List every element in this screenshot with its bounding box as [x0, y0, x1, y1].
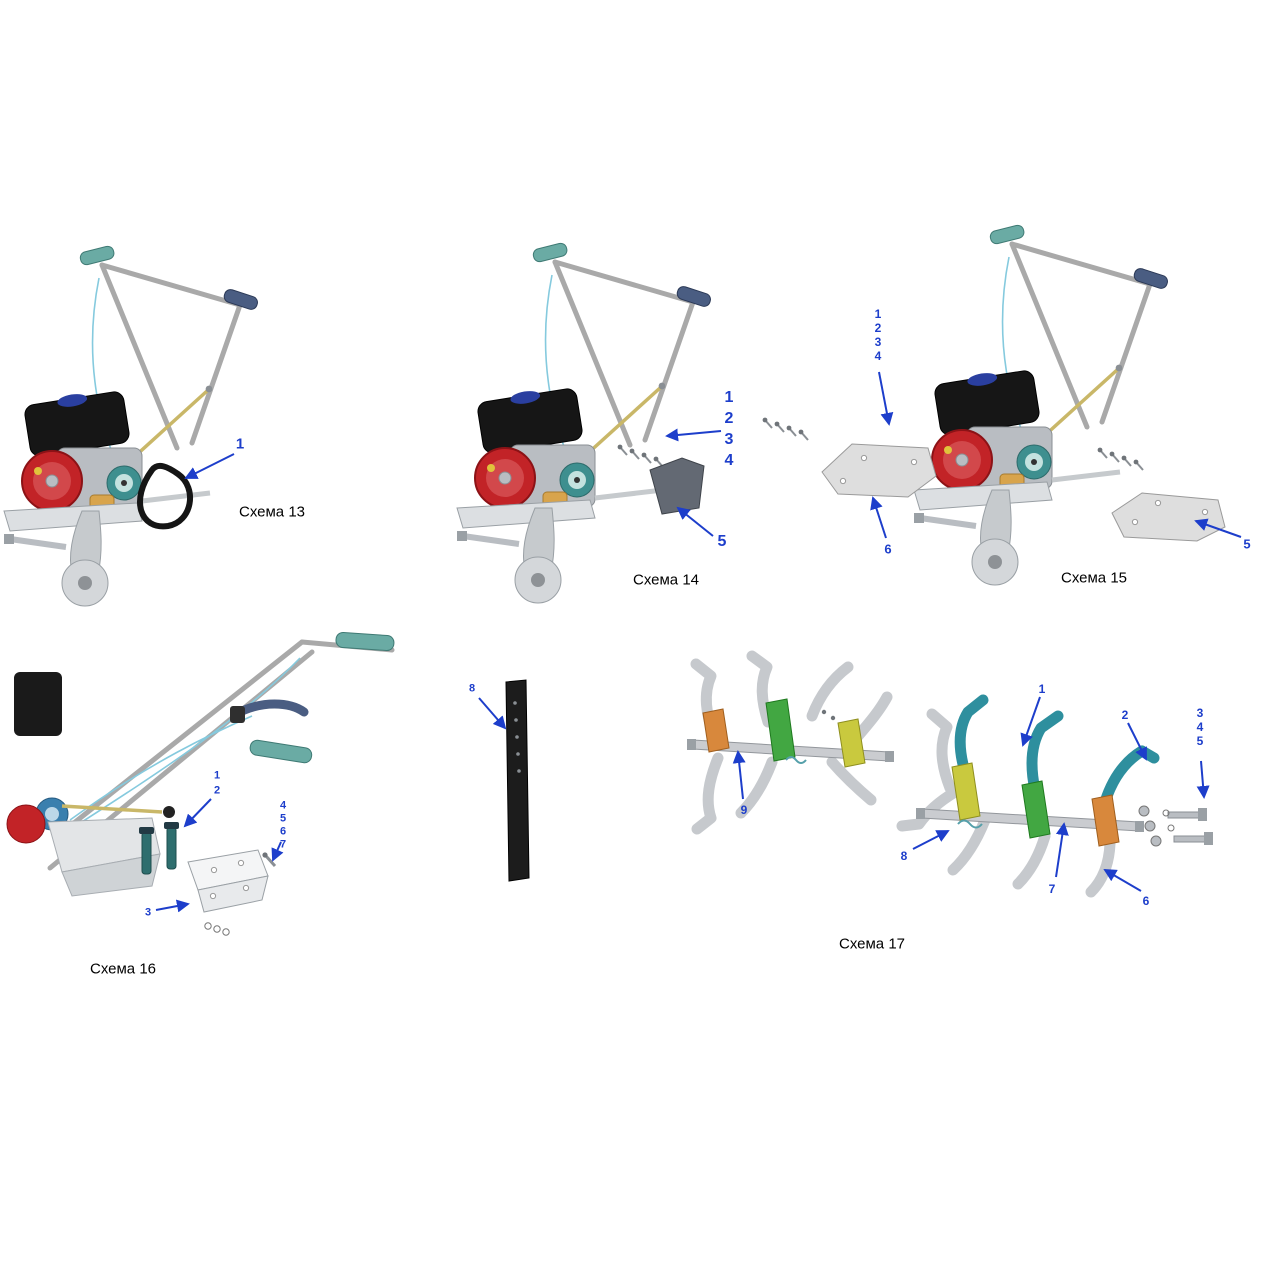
caption-schema-16: Схема 16 — [89, 960, 157, 978]
fastener-set-14 — [616, 443, 664, 468]
callout-d16-1: 1 — [213, 769, 221, 782]
callout-d14-2: 2 — [724, 410, 734, 427]
bracket-part — [187, 849, 269, 913]
caption-schema-13: Схема 13 — [238, 503, 306, 521]
callout-d14-5: 5 — [717, 533, 727, 550]
callout-d15-5: 5 — [1243, 536, 1251, 552]
callout-d17-6: 6 — [1142, 894, 1150, 908]
shield-part-b — [1111, 492, 1226, 542]
tiller-illustration-14 — [457, 242, 712, 603]
callout-d17-9: 9 — [740, 803, 748, 817]
caption-schema-14: Схема 14 — [632, 571, 700, 589]
stud-parts — [139, 822, 179, 875]
callout-d16-5: 5 — [279, 812, 287, 825]
cotter-pin — [957, 819, 983, 829]
fastener-set-15b — [1096, 446, 1144, 471]
bolt-hardware — [1138, 805, 1213, 847]
callout-d17-8: 8 — [900, 849, 908, 863]
callout-d17-1: 1 — [1038, 682, 1046, 696]
callout-d17-5: 5 — [1196, 734, 1204, 748]
callout-d13-1: 1 — [235, 435, 245, 453]
tiller-illustration-13 — [4, 245, 259, 606]
callout-arrows — [155, 371, 1242, 913]
callout-d17-7: 7 — [1048, 882, 1056, 896]
callout-d16-2: 2 — [213, 784, 221, 797]
shield-part-a — [821, 443, 937, 498]
callout-d15-3: 3 — [874, 335, 882, 349]
callout-d16-3: 3 — [144, 906, 152, 919]
callout-d15-6: 6 — [884, 541, 892, 557]
stake-bar-part — [505, 679, 530, 882]
caption-schema-17: Схема 17 — [838, 935, 906, 953]
callout-d16-7: 7 — [279, 838, 287, 851]
callout-d16-6: 6 — [279, 825, 287, 838]
callout-d15-4: 4 — [874, 349, 882, 363]
caption-schema-15: Схема 15 — [1060, 569, 1128, 587]
callout-d14-4: 4 — [724, 452, 734, 469]
callout-d15-1: 1 — [874, 307, 882, 321]
callout-standalone-8: 8 — [468, 682, 476, 695]
callout-d14-3: 3 — [724, 431, 734, 448]
callout-d17-4: 4 — [1196, 720, 1204, 734]
callout-d17-2: 2 — [1121, 708, 1129, 722]
callout-d17-3: 3 — [1196, 706, 1204, 720]
callout-d15-2: 2 — [874, 321, 882, 335]
rotor-illustration-left — [687, 650, 894, 835]
handlebar-illustration-16 — [6, 631, 395, 936]
guard-part-14 — [649, 457, 705, 515]
fastener-set-15a — [761, 416, 809, 441]
callout-d16-4: 4 — [279, 799, 287, 812]
belt-part — [137, 462, 194, 530]
callout-d14-1: 1 — [724, 389, 734, 406]
tiller-illustration-15 — [761, 224, 1226, 585]
